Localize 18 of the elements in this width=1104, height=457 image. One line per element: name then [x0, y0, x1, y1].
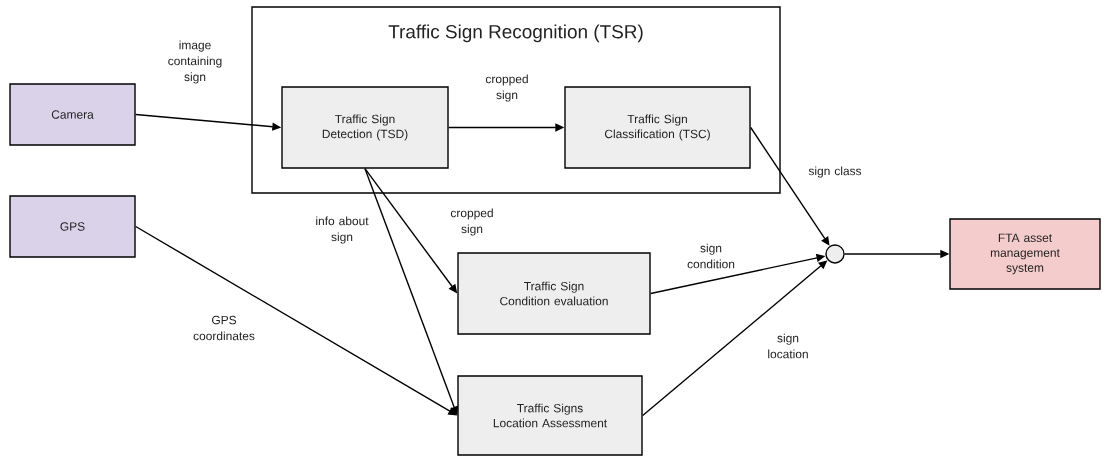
input-box: GPS [9, 195, 136, 258]
edge-label: sign condition [687, 243, 735, 269]
process-box: Traffic Sign Classification (TSC) [564, 86, 751, 169]
edge-label: cropped sign [450, 208, 493, 236]
arrow [750, 126, 830, 246]
process-box: Traffic Sign Detection (TSD) [281, 86, 449, 169]
edge-label: sign class [808, 166, 862, 178]
edge-label: image containing sign [168, 40, 222, 84]
process-box: Traffic Sign Condition evaluation [457, 252, 651, 335]
process-box: Traffic Signs Location Assessment [457, 375, 643, 456]
junction-circle [825, 244, 845, 264]
input-box: Camera [9, 83, 136, 146]
edge-label: GPS coordinates [193, 315, 255, 341]
output-box: FTA asset management system [949, 218, 1101, 290]
frame-title: Traffic Sign Recognition (TSR) [388, 24, 643, 43]
edge-label: sign location [768, 333, 808, 359]
edge-label: info about sign [316, 216, 369, 244]
edge-label: cropped sign [485, 74, 528, 102]
